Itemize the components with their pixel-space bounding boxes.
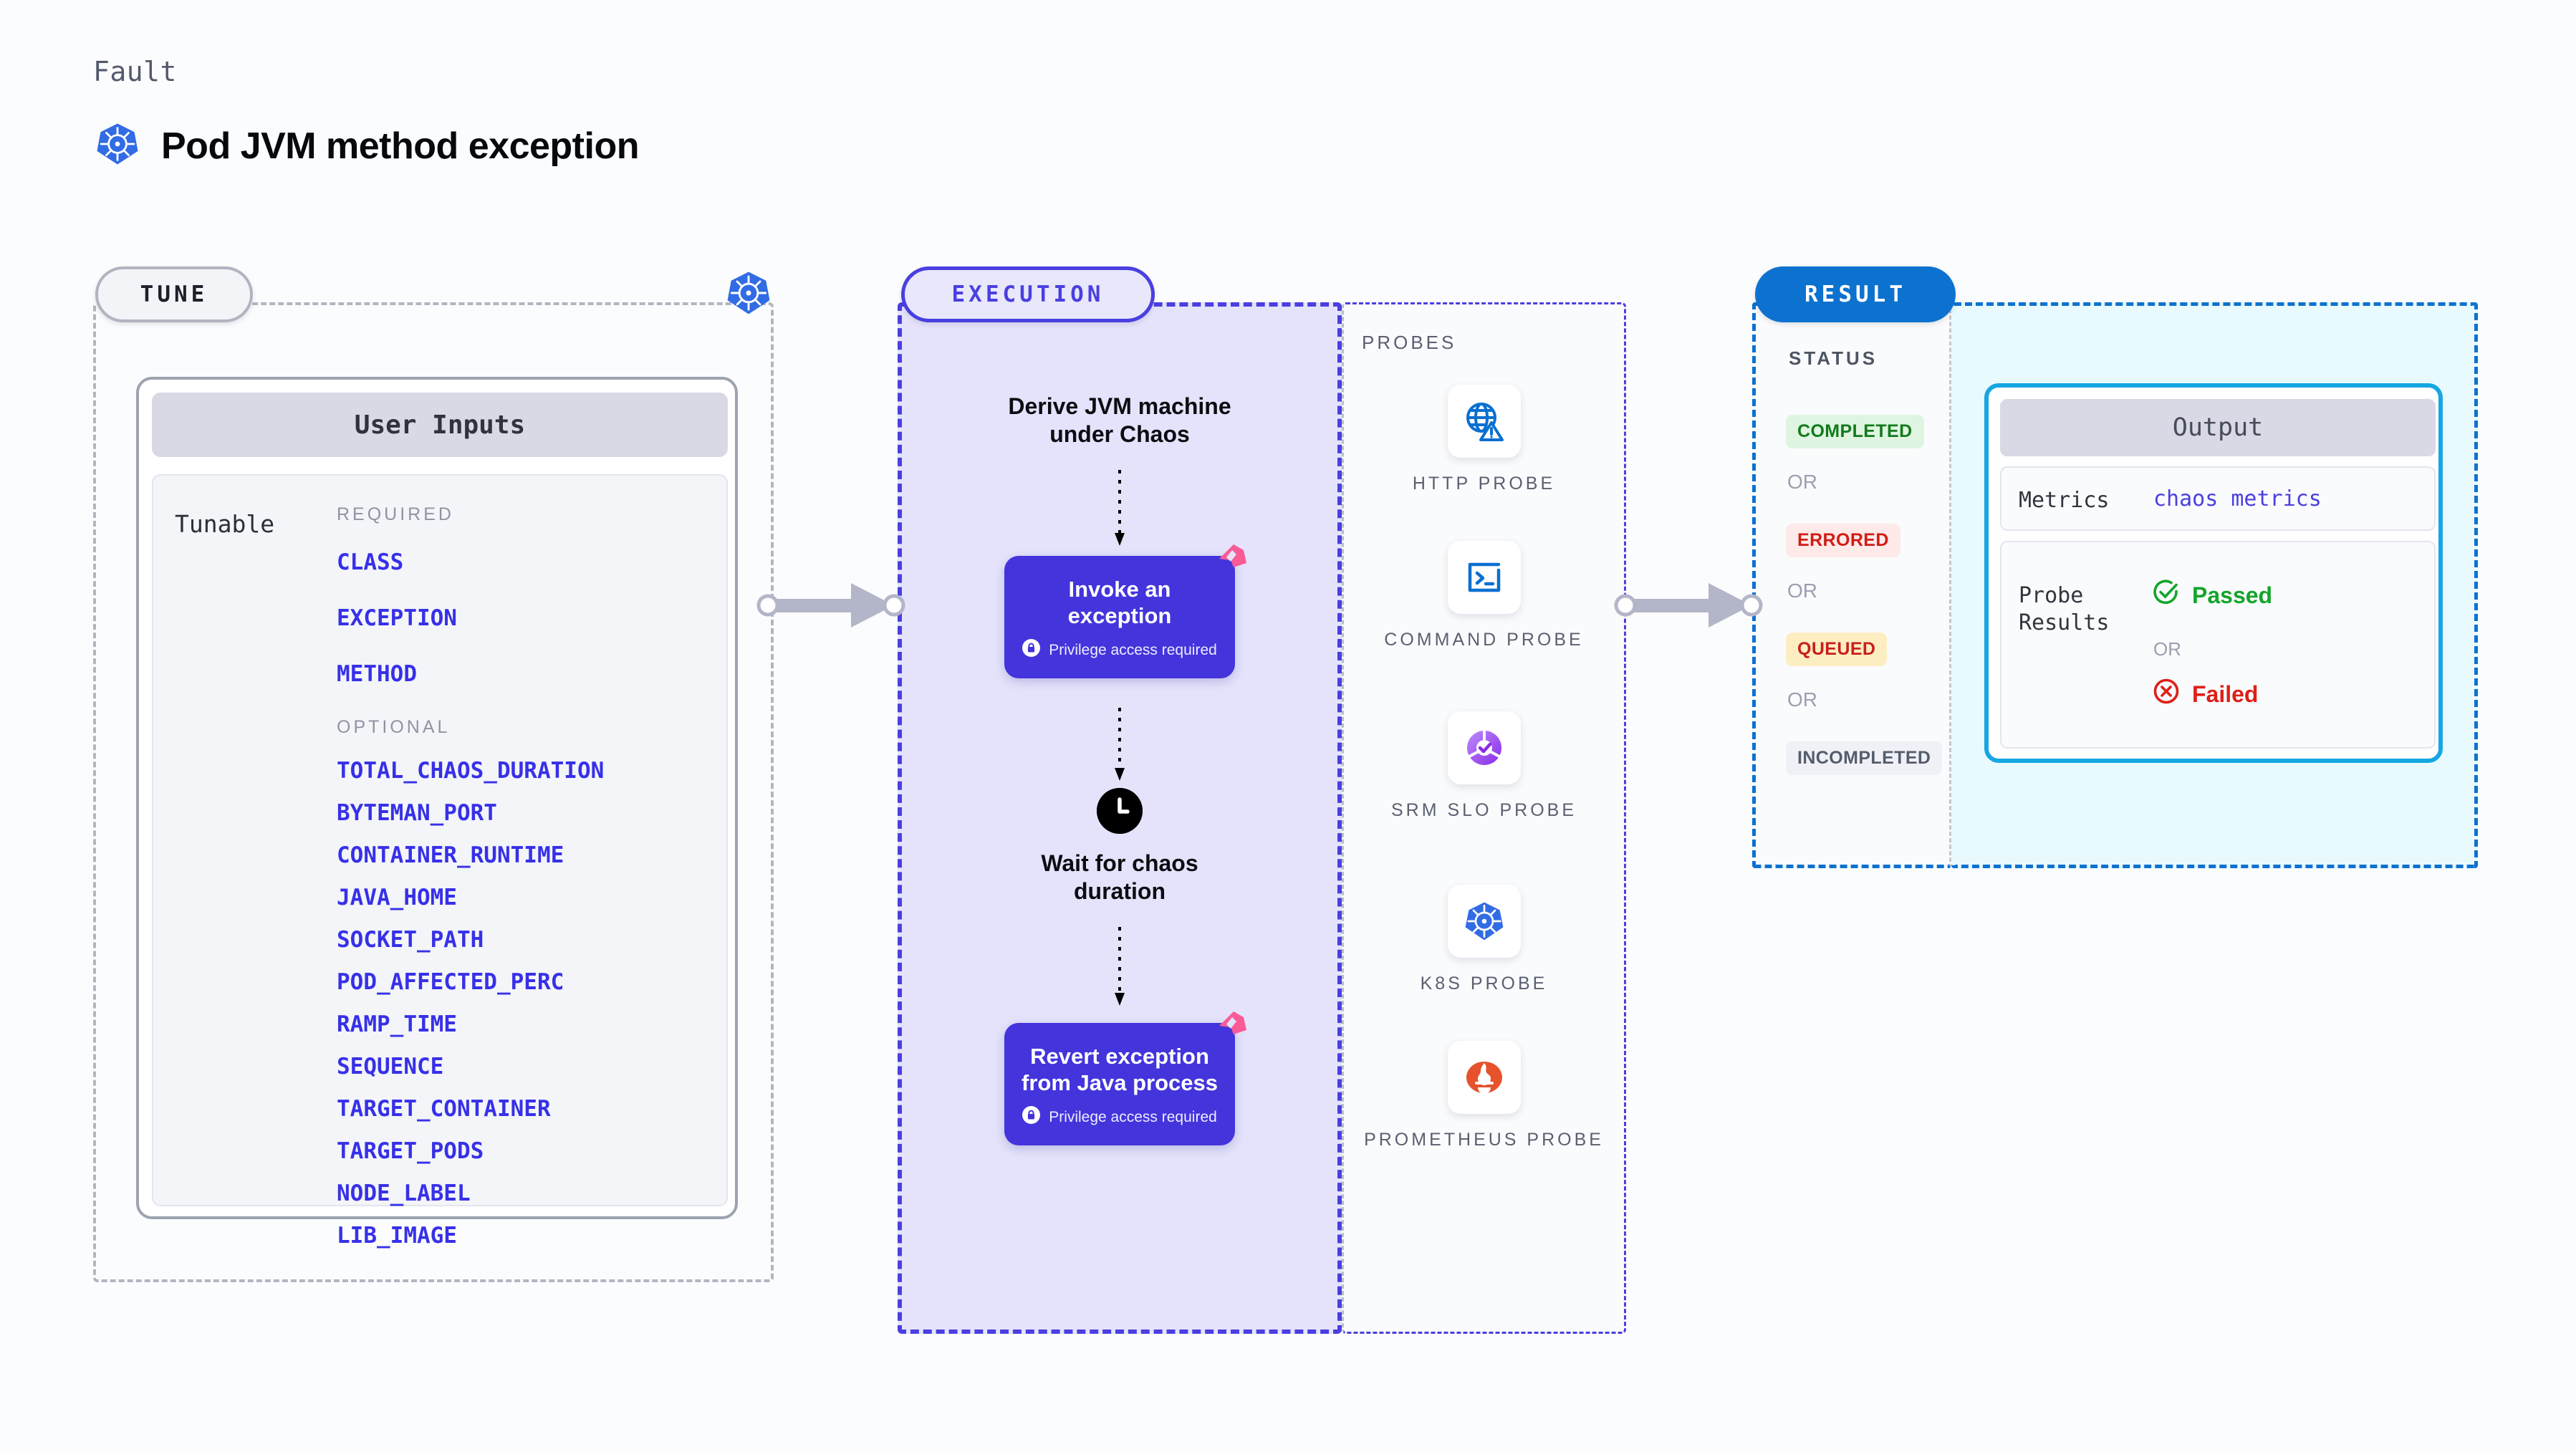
probe-item-prometheus[interactable]: PROMETHEUS PROBE [1344,1041,1624,1152]
arrow-derive-to-invoke [1115,470,1125,546]
optional-parameter[interactable]: TARGET_CONTAINER [337,1096,551,1122]
optional-parameter[interactable]: RAMP_TIME [337,1011,457,1037]
optional-parameter[interactable]: LIB_IMAGE [337,1223,457,1249]
optional-parameter[interactable]: CONTAINER_RUNTIME [337,842,564,868]
page-kicker: Fault [93,56,177,87]
globe-warning-icon [1447,385,1521,458]
probe-label: K8S PROBE [1420,973,1548,994]
optional-parameter[interactable]: TARGET_PODS [337,1138,484,1164]
user-inputs-card: User Inputs Tunable REQUIRED CLASS EXCEPT… [136,377,738,1249]
output-row-probe-results: Probe Results Passed OR [2000,541,2436,749]
verdict-failed: Failed [2152,677,2258,711]
privilege-note: Privilege access required [1014,639,1225,661]
slo-gauge-check-icon [1447,711,1521,784]
probe-item-http[interactable]: HTTP PROBE [1344,385,1624,496]
connector-execution-to-result [1614,583,1763,628]
arrow-invoke-to-wait [1115,708,1125,781]
status-badge-errored: ERRORED [1786,524,1900,557]
execution-panel: Derive JVM machine under Chaos Invoke an… [898,302,1342,1334]
probe-results-key: Probe Results [2019,583,2110,635]
probe-or-label: OR [2153,638,2181,660]
optional-parameter[interactable]: SOCKET_PATH [337,927,484,953]
result-badge[interactable]: RESULT [1755,266,1956,322]
status-or-2: OR [1787,580,1817,602]
page-title: Pod JVM method exception [161,125,639,167]
probe-label: SRM SLO PROBE [1391,800,1577,820]
required-parameter[interactable]: METHOD [337,661,417,687]
probe-label: HTTP PROBE [1412,473,1556,494]
privilege-note: Privilege access required [1014,1106,1225,1128]
kubernetes-logo-icon [1447,885,1521,958]
required-parameter-list: CLASS EXCEPTION METHOD [337,549,709,687]
terminal-icon [1447,541,1521,614]
tune-badge[interactable]: TUNE [95,266,253,322]
required-parameter[interactable]: EXCEPTION [337,605,457,631]
result-output-panel: Output Metrics chaos metrics Probe Resul… [1951,302,2478,868]
verdict-passed: Passed [2152,578,2272,612]
page-title-row: Pod JVM method exception [95,122,639,170]
tune-panel: User Inputs Tunable REQUIRED CLASS EXCEPT… [93,302,774,1282]
clock-icon [1097,788,1143,834]
required-group-label: REQUIRED [337,504,454,524]
tune-kubernetes-icon [726,270,772,319]
status-badge-completed: COMPLETED [1786,415,1924,448]
optional-group-label: OPTIONAL [337,717,451,737]
execution-badge[interactable]: EXECUTION [901,266,1155,322]
optional-parameter-list: TOTAL_CHAOS_DURATION BYTEMAN_PORT CONTAINE… [337,758,709,1249]
optional-parameter[interactable]: NODE_LABEL [337,1181,471,1206]
result-status-panel: STATUS COMPLETED OR ERRORED OR QUEUED OR… [1752,302,1951,868]
optional-parameter[interactable]: TOTAL_CHAOS_DURATION [337,758,605,784]
x-circle-icon [2152,677,2181,711]
probe-item-command[interactable]: COMMAND PROBE [1344,541,1624,652]
status-title: STATUS [1789,347,1878,369]
connector-tune-to-execution [756,583,905,628]
metrics-key: Metrics [2019,488,2110,513]
optional-parameter[interactable]: POD_AFFECTED_PERC [337,969,564,995]
prometheus-flame-icon [1447,1041,1521,1114]
parameter-column: REQUIRED CLASS EXCEPTION METHOD OPTIONAL T… [337,504,709,1265]
passed-label: Passed [2192,582,2273,608]
status-or-1: OR [1787,471,1817,493]
execution-card-revert-exception[interactable]: Revert exception from Java process Privi… [1004,1011,1246,1146]
probe-item-srm-slo[interactable]: SRM SLO PROBE [1344,711,1624,822]
optional-parameter[interactable]: BYTEMAN_PORT [337,800,497,826]
output-card: Output Metrics chaos metrics Probe Resul… [1984,383,2443,763]
probes-title: PROBES [1362,332,1457,353]
output-row-metrics: Metrics chaos metrics [2000,466,2436,531]
litmus-mark-icon [1212,542,1249,582]
lock-icon [1022,639,1041,661]
output-header: Output [2000,399,2436,456]
litmus-mark-icon [1212,1009,1249,1049]
optional-parameter[interactable]: SEQUENCE [337,1054,444,1080]
kubernetes-logo-icon [95,122,140,170]
lock-icon [1022,1106,1041,1128]
failed-label: Failed [2192,681,2259,707]
status-or-3: OR [1787,688,1817,711]
probe-label: COMMAND PROBE [1384,630,1584,650]
execution-card-invoke-exception[interactable]: Invoke an exception Privilege access req… [1004,544,1246,679]
tunable-label: Tunable [175,510,275,538]
metrics-value[interactable]: chaos metrics [2153,486,2322,511]
execution-step-wait-chaos: Wait for chaos duration [1041,850,1198,905]
check-circle-icon [2152,578,2181,612]
probe-label: PROMETHEUS PROBE [1364,1130,1604,1150]
optional-parameter[interactable]: JAVA_HOME [337,885,457,910]
status-badge-queued: QUEUED [1786,633,1888,666]
execution-step-derive-jvm: Derive JVM machine under Chaos [1008,393,1231,448]
user-inputs-header: User Inputs [152,393,728,457]
probes-panel: PROBES HTTP PROBE C [1342,302,1626,1334]
arrow-wait-to-revert [1115,927,1125,1006]
status-badge-incompleted: INCOMPLETED [1786,741,1943,775]
required-parameter[interactable]: CLASS [337,549,404,575]
probe-item-k8s[interactable]: K8S PROBE [1344,885,1624,996]
user-inputs-body: Tunable REQUIRED CLASS EXCEPTION METHOD OP… [152,474,728,1249]
